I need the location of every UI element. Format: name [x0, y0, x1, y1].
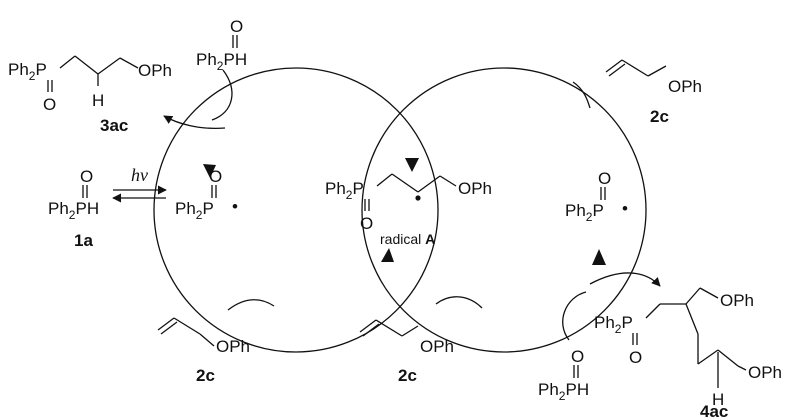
- svg-text:Ph2PH: Ph2PH: [538, 380, 589, 403]
- left-cycle-arrowhead-radical-side: [381, 248, 394, 262]
- arrow-in-2c-left-bottom: [227, 299, 275, 311]
- svg-text:H: H: [712, 390, 724, 409]
- svg-text:Ph2P: Ph2P: [565, 201, 604, 224]
- svg-text:OPh: OPh: [138, 61, 172, 80]
- svg-text:•: •: [622, 199, 628, 218]
- reagent-ph2poh-bottom: O Ph2PH: [538, 347, 589, 403]
- hv-label: hν: [131, 165, 148, 185]
- svg-text:Ph2PH: Ph2PH: [48, 199, 99, 222]
- product-4ac: Ph2P O OPh OPh H 4ac: [594, 287, 782, 418]
- left-cycle-arrowhead-1a-side: [203, 164, 216, 178]
- svg-text:Ph2P: Ph2P: [594, 313, 633, 336]
- arrow-in-ph2poh-top: [211, 69, 233, 121]
- svg-text:•: •: [232, 197, 238, 216]
- label-2c-top: 2c: [650, 107, 669, 126]
- right-catalytic-cycle: [361, 67, 647, 353]
- radical-a: Ph2P O OPh radical A: [325, 173, 492, 247]
- svg-text:Ph2P: Ph2P: [325, 179, 364, 202]
- arrow-in-2c-middle-bottom: [435, 296, 483, 309]
- svg-text:Ph2PH: Ph2PH: [196, 50, 247, 73]
- label-1a: 1a: [74, 231, 93, 250]
- alkene-2c-bottom-middle: OPh 2c: [359, 319, 454, 385]
- svg-text:radical A: radical A: [380, 231, 435, 247]
- svg-text:O: O: [571, 347, 584, 366]
- arrow-out-3ac: [163, 115, 226, 130]
- svg-text:O: O: [629, 348, 642, 367]
- product-3ac: Ph2P O H OPh 3ac: [8, 55, 172, 135]
- right-cycle-arrowhead-top: [405, 158, 419, 172]
- svg-text:O: O: [80, 167, 93, 186]
- svg-text:O: O: [209, 167, 222, 186]
- label-2c-left: 2c: [196, 366, 215, 385]
- reagent-ph2poh-top: O Ph2PH: [196, 17, 247, 73]
- svg-text:O: O: [230, 17, 243, 36]
- svg-text:OPh: OPh: [668, 77, 702, 96]
- svg-text:OPh: OPh: [720, 291, 754, 310]
- svg-text:O: O: [598, 169, 611, 188]
- svg-text:O: O: [43, 95, 56, 114]
- svg-text:OPh: OPh: [458, 179, 492, 198]
- phosphinoyl-radical-left: O Ph2P •: [175, 167, 238, 222]
- arrow-in-ph2poh-bottom: [562, 291, 587, 341]
- svg-text:OPh: OPh: [216, 337, 250, 356]
- alkene-2c-top-right: OPh 2c: [605, 59, 702, 126]
- phosphinoyl-radical-right: O Ph2P •: [565, 169, 628, 224]
- svg-text:Ph2P: Ph2P: [8, 60, 47, 83]
- alkene-2c-bottom-left: OPh 2c: [157, 317, 250, 385]
- arrow-in-2c-right-top: [572, 81, 591, 109]
- svg-text:OPh: OPh: [420, 337, 454, 356]
- arrow-out-4ac: [589, 272, 661, 287]
- svg-text:H: H: [92, 91, 104, 110]
- svg-text:OPh: OPh: [748, 363, 782, 382]
- svg-text:Ph2P: Ph2P: [175, 199, 214, 222]
- svg-text:O: O: [360, 214, 373, 233]
- right-cycle-arrowhead-bottom: [592, 249, 606, 265]
- left-catalytic-cycle: [153, 67, 439, 353]
- label-2c-middle: 2c: [398, 366, 417, 385]
- label-4ac: 4ac: [700, 402, 728, 418]
- label-3ac: 3ac: [100, 116, 128, 135]
- compound-1a: O Ph2PH 1a: [48, 167, 99, 250]
